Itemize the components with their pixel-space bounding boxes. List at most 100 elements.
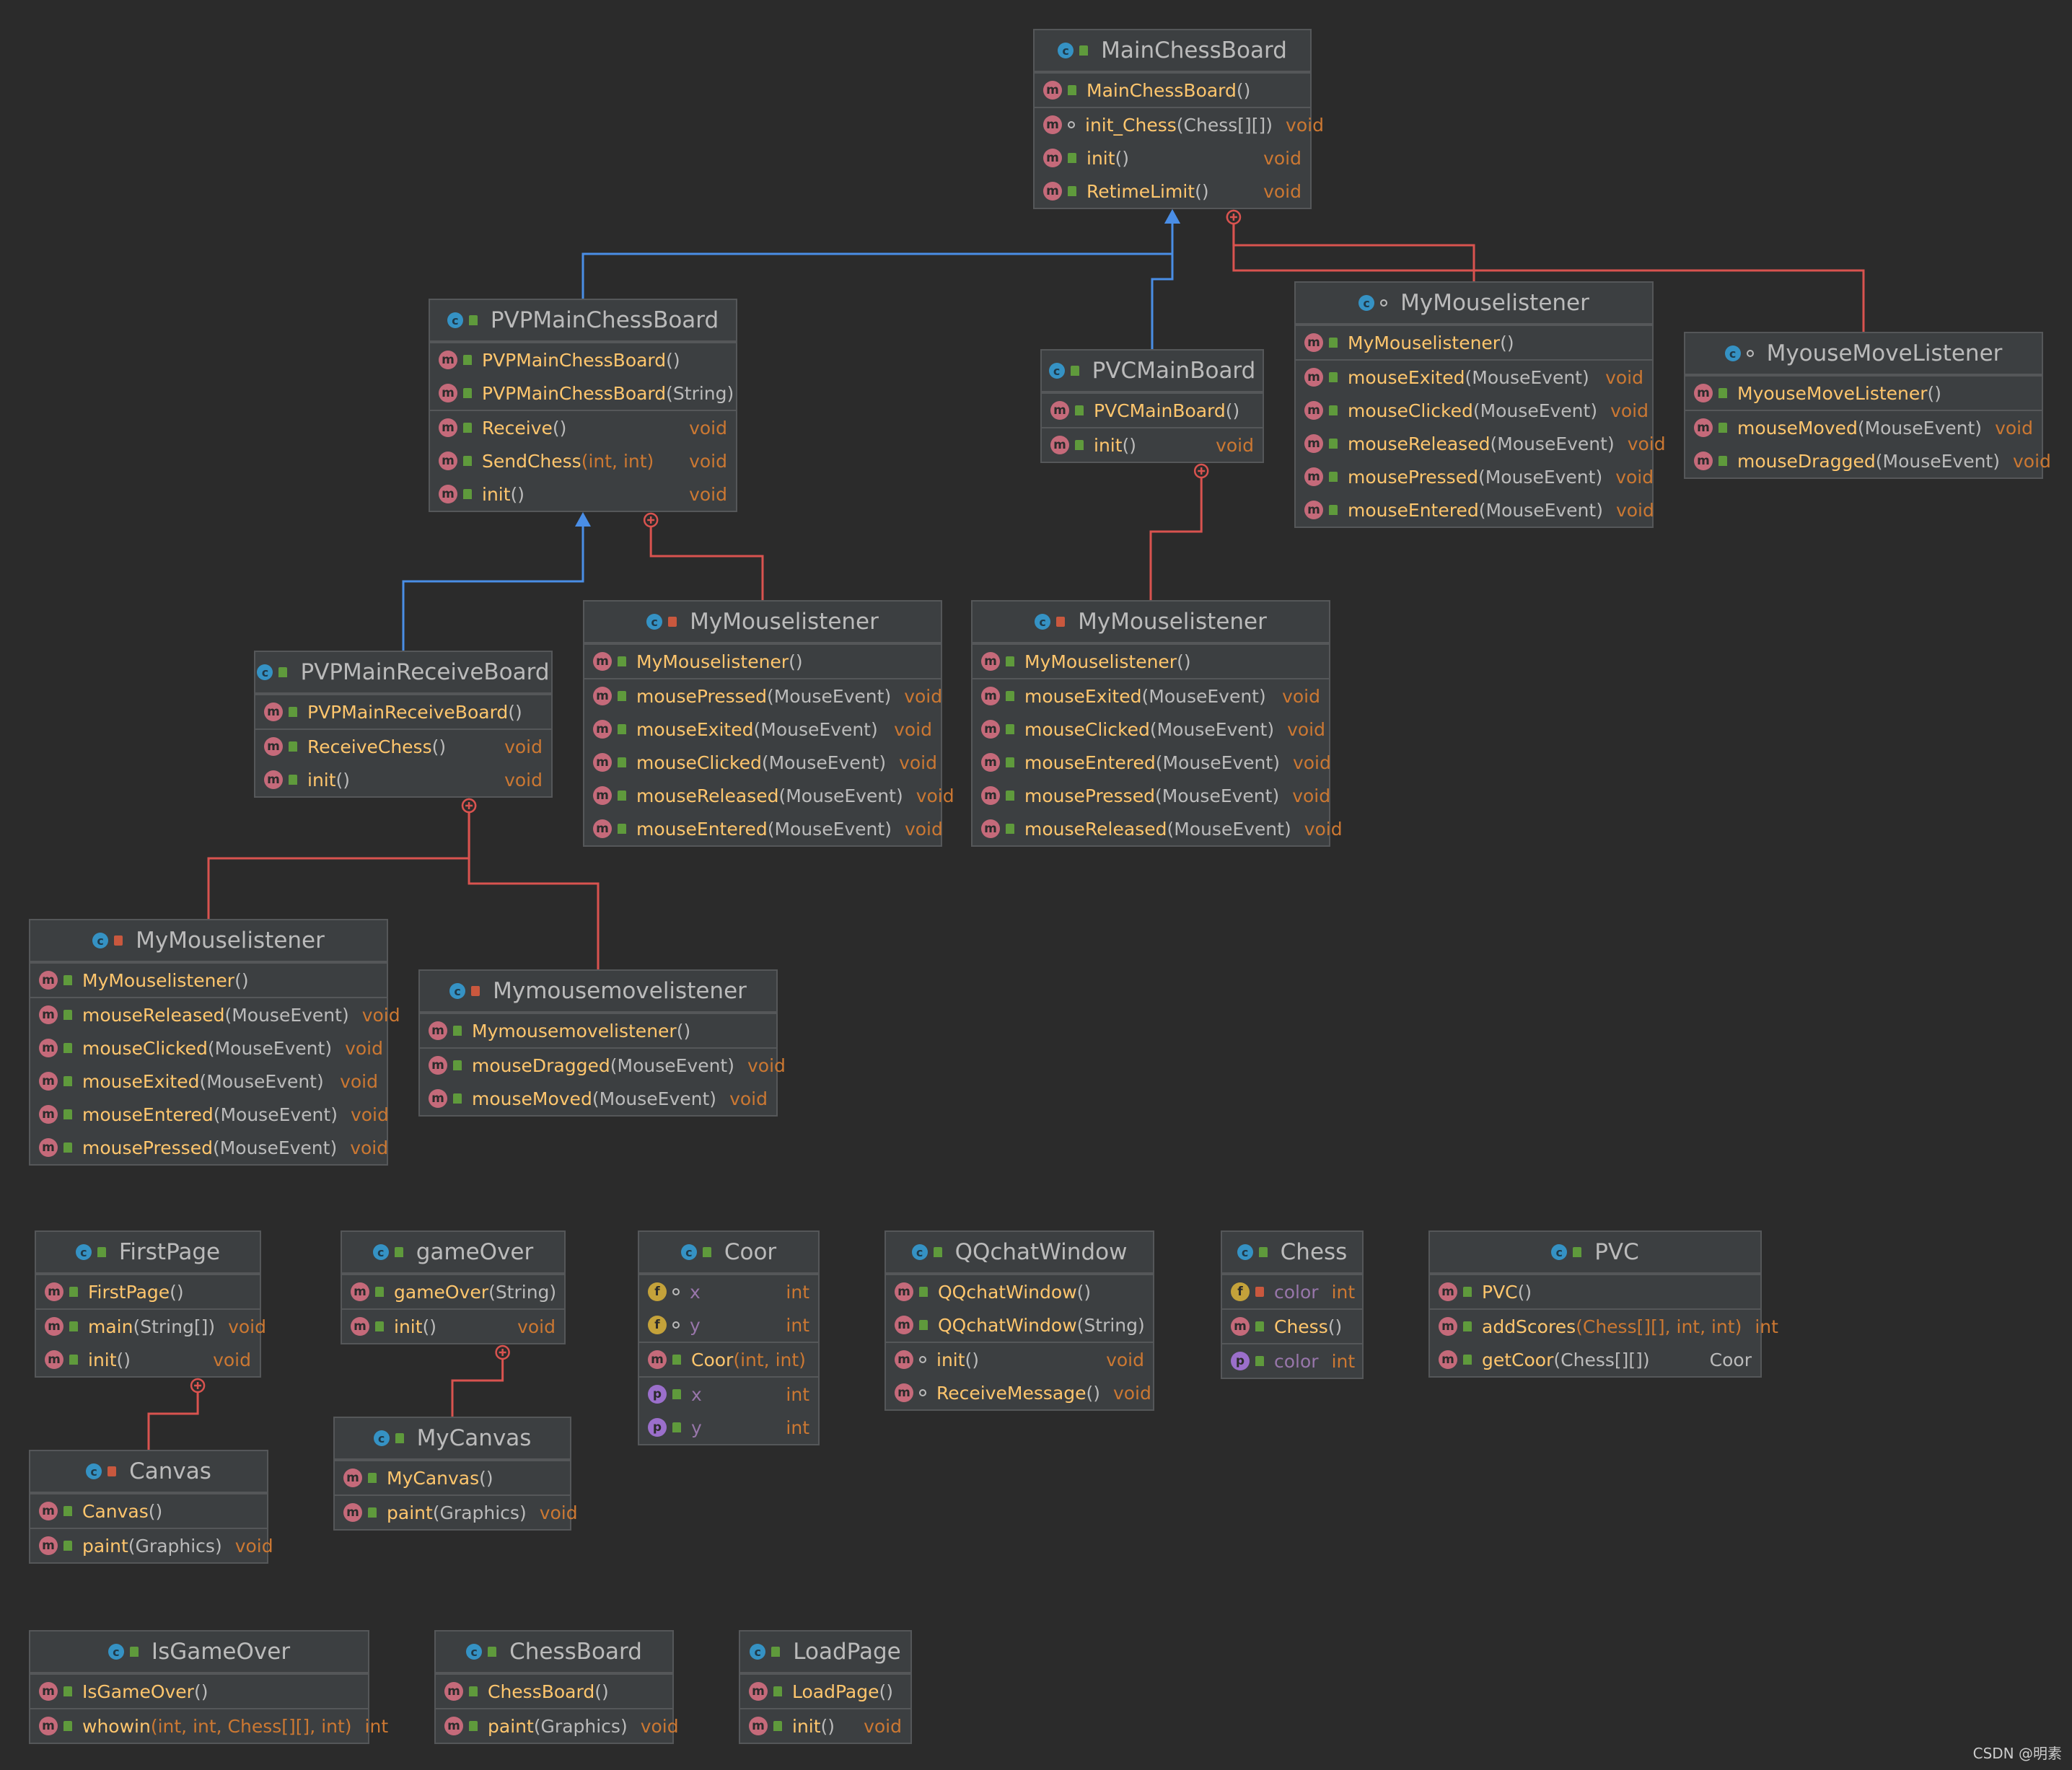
- method-row[interactable]: mMainChessBoard(): [1035, 74, 1310, 107]
- class-header[interactable]: cgameOver: [342, 1232, 564, 1274]
- class-canvas[interactable]: cCanvasmCanvas()mpaint(Graphics)void: [29, 1450, 273, 1564]
- method-row[interactable]: minit()void: [430, 477, 736, 511]
- method-row[interactable]: mMyouseMoveListener(): [1685, 377, 2042, 410]
- class-mymouselistener-main[interactable]: cMyMouselistenermMyMouselistener() mmouse…: [1294, 281, 1666, 528]
- method-row[interactable]: mMymousemovelistener(): [420, 1014, 776, 1047]
- class-mymousemovelistener[interactable]: cMymousemovelistenermMymousemovelistener…: [418, 969, 786, 1117]
- class-header[interactable]: cMainChessBoard: [1035, 30, 1310, 72]
- method-row[interactable]: mPVPMainReceiveBoard(): [255, 695, 551, 728]
- method-row[interactable]: mmouseClicked(MouseEvent)void: [30, 1031, 387, 1065]
- class-header[interactable]: cCanvas: [30, 1451, 267, 1493]
- class-header[interactable]: cMyMouselistener: [30, 920, 387, 962]
- method-row[interactable]: mCanvas(): [30, 1494, 267, 1528]
- method-row[interactable]: mPVC(): [1430, 1275, 1760, 1308]
- property-row[interactable]: pxint: [639, 1378, 818, 1411]
- method-row[interactable]: mReceiveMessage()void: [886, 1376, 1153, 1409]
- class-mainchessboard[interactable]: cMainChessBoardmMainChessBoard()minit_Ch…: [1033, 29, 1324, 209]
- method-row[interactable]: mgetCoor(Chess[][])Coor: [1430, 1343, 1760, 1376]
- method-row[interactable]: minit_Chess(Chess[][])void: [1035, 108, 1324, 141]
- class-header[interactable]: cPVCMainBoard: [1042, 351, 1263, 392]
- class-mymouselistener-pvc[interactable]: cMyMouselistenermMyMouselistener()mmouse…: [971, 600, 1343, 847]
- method-row[interactable]: mMyMouselistener(): [973, 645, 1329, 678]
- method-row[interactable]: mCoor(int, int): [639, 1343, 818, 1376]
- method-row[interactable]: mMyMouselistener(): [1296, 326, 1652, 359]
- class-header[interactable]: cMyMouselistener: [1296, 283, 1652, 325]
- method-row[interactable]: mRetimeLimit()void: [1035, 175, 1310, 208]
- method-row[interactable]: minit()void: [886, 1343, 1153, 1376]
- method-row[interactable]: mPVPMainChessBoard(): [430, 343, 736, 377]
- class-pvcmainboard[interactable]: cPVCMainBoardmPVCMainBoard()minit()void: [1040, 349, 1264, 463]
- method-row[interactable]: mmouseExited(MouseEvent)void: [973, 679, 1329, 713]
- method-row[interactable]: mmouseEntered(MouseEvent)void: [973, 746, 1331, 779]
- method-row[interactable]: mgameOver(String): [342, 1275, 564, 1308]
- class-mymouselistener-recv[interactable]: cMyMouselistenermMyMouselistener()mmouse…: [29, 919, 400, 1166]
- method-row[interactable]: mChessBoard(): [436, 1675, 672, 1708]
- class-loadpage[interactable]: cLoadPagemLoadPage()minit()void: [739, 1630, 912, 1744]
- method-row[interactable]: mmouseEntered(MouseEvent)void: [1296, 493, 1654, 527]
- method-row[interactable]: mwhowin(int, int, Chess[][], int)int: [30, 1709, 388, 1743]
- method-row[interactable]: mMyCanvas(): [335, 1461, 570, 1494]
- class-qqchatwindow[interactable]: cQQchatWindowmQQchatWindow()mQQchatWindo…: [884, 1230, 1154, 1411]
- method-row[interactable]: mSendChess(int, int)void: [430, 444, 736, 477]
- method-row[interactable]: mFirstPage(): [36, 1275, 260, 1308]
- class-header[interactable]: cLoadPage: [740, 1632, 910, 1673]
- class-isgameover[interactable]: cIsGameOvermIsGameOver()mwhowin(int, int…: [29, 1630, 388, 1744]
- class-pvpmainchessboard[interactable]: cPVPMainChessBoardmPVPMainChessBoard()mP…: [429, 299, 737, 512]
- method-row[interactable]: mLoadPage(): [740, 1675, 910, 1708]
- class-header[interactable]: cQQchatWindow: [886, 1232, 1153, 1274]
- class-header[interactable]: cMyMouselistener: [973, 602, 1329, 643]
- method-row[interactable]: mChess(): [1222, 1310, 1362, 1343]
- method-row[interactable]: mmouseDragged(MouseEvent)void: [420, 1049, 786, 1082]
- method-row[interactable]: mIsGameOver(): [30, 1675, 368, 1708]
- class-chess[interactable]: cChessfcolorintmChess()pcolorint: [1221, 1230, 1364, 1379]
- class-header[interactable]: cFirstPage: [36, 1232, 260, 1274]
- method-row[interactable]: mmouseMoved(MouseEvent)void: [420, 1082, 776, 1115]
- method-row[interactable]: mmousePressed(MouseEvent)void: [1296, 460, 1654, 493]
- class-coor[interactable]: cCoorfxintfyintmCoor(int, int)pxintpyint: [638, 1230, 820, 1445]
- method-row[interactable]: mPVPMainChessBoard(String): [430, 377, 736, 410]
- class-header[interactable]: cMyouseMoveListener: [1685, 333, 2042, 375]
- field-row[interactable]: fcolorint: [1222, 1275, 1362, 1308]
- class-header[interactable]: cIsGameOver: [30, 1632, 368, 1673]
- class-gameover[interactable]: cgameOvermgameOver(String)minit()void: [341, 1230, 566, 1344]
- method-row[interactable]: mpaint(Graphics)void: [335, 1496, 578, 1529]
- method-row[interactable]: mQQchatWindow(String): [886, 1308, 1153, 1342]
- method-row[interactable]: mpaint(Graphics)void: [436, 1709, 679, 1743]
- method-row[interactable]: minit()void: [1042, 428, 1263, 462]
- class-header[interactable]: cChessBoard: [436, 1632, 672, 1673]
- method-row[interactable]: mmouseMoved(MouseEvent)void: [1685, 411, 2042, 444]
- method-row[interactable]: mmouseEntered(MouseEvent)void: [30, 1098, 389, 1131]
- method-row[interactable]: mmouseEntered(MouseEvent)void: [584, 812, 943, 845]
- class-header[interactable]: cMyCanvas: [335, 1418, 570, 1460]
- class-firstpage[interactable]: cFirstPagemFirstPage()mmain(String[])voi…: [35, 1230, 266, 1378]
- method-row[interactable]: mmousePressed(MouseEvent)void: [30, 1131, 388, 1164]
- field-row[interactable]: fxint: [639, 1275, 818, 1308]
- method-row[interactable]: minit()void: [1035, 141, 1310, 175]
- method-row[interactable]: mmousePressed(MouseEvent)void: [973, 779, 1330, 812]
- method-row[interactable]: mmouseClicked(MouseEvent)void: [973, 713, 1329, 746]
- method-row[interactable]: mmouseReleased(MouseEvent)void: [30, 998, 400, 1031]
- method-row[interactable]: mmouseDragged(MouseEvent)void: [1685, 444, 2051, 477]
- class-pvpmainreceiveboard[interactable]: cPVPMainReceiveBoardmPVPMainReceiveBoard…: [254, 651, 553, 798]
- method-row[interactable]: mmouseClicked(MouseEvent)void: [1296, 394, 1652, 427]
- class-header[interactable]: cPVC: [1430, 1232, 1760, 1274]
- method-row[interactable]: minit()void: [740, 1709, 910, 1743]
- method-row[interactable]: mPVCMainBoard(): [1042, 394, 1263, 427]
- property-row[interactable]: pcolorint: [1222, 1344, 1362, 1378]
- method-row[interactable]: mmouseReleased(MouseEvent)void: [973, 812, 1343, 845]
- method-row[interactable]: minit()void: [342, 1310, 564, 1343]
- method-row[interactable]: mReceive()void: [430, 411, 736, 444]
- property-row[interactable]: pyint: [639, 1411, 818, 1444]
- method-row[interactable]: mmouseExited(MouseEvent)void: [584, 713, 941, 746]
- method-row[interactable]: mmain(String[])void: [36, 1310, 266, 1343]
- method-row[interactable]: mpaint(Graphics)void: [30, 1529, 273, 1562]
- class-header[interactable]: cPVPMainReceiveBoard: [255, 652, 551, 694]
- class-header[interactable]: cMymousemovelistener: [420, 971, 776, 1013]
- method-row[interactable]: minit()void: [255, 763, 551, 796]
- class-header[interactable]: cPVPMainChessBoard: [430, 300, 736, 342]
- method-row[interactable]: mmouseReleased(MouseEvent)void: [1296, 427, 1666, 460]
- method-row[interactable]: mQQchatWindow(): [886, 1275, 1153, 1308]
- class-pvc[interactable]: cPVCmPVC()maddScores(Chess[][], int, int…: [1428, 1230, 1778, 1378]
- class-chessboard[interactable]: cChessBoardmChessBoard()mpaint(Graphics)…: [434, 1630, 679, 1744]
- method-row[interactable]: mMyMouselistener(): [584, 645, 941, 678]
